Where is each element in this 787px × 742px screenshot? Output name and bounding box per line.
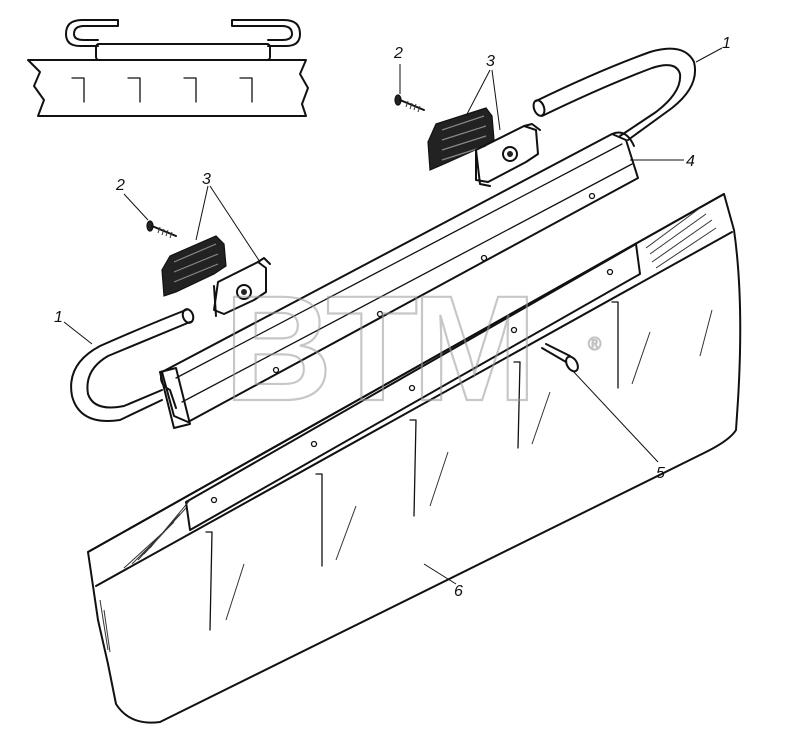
callout-3-lower: 3 (202, 171, 211, 188)
callouts: 1 1 2 2 3 3 4 5 6 (54, 35, 731, 600)
pin (541, 343, 579, 373)
bolt-upper (394, 94, 425, 113)
callout-3-upper: 3 (486, 53, 495, 70)
inset-detail (27, 19, 309, 117)
wire-loop-left (70, 308, 195, 422)
callout-2-lower: 2 (115, 177, 125, 194)
callout-4: 4 (686, 153, 695, 170)
callout-5: 5 (656, 465, 665, 482)
watermark-text: BTM (224, 264, 531, 432)
bolt-lower (146, 220, 177, 239)
rail-bar (159, 131, 639, 429)
callout-2-upper: 2 (393, 45, 403, 62)
watermark: BTM ® (223, 263, 602, 433)
clamp-set-lower (146, 220, 271, 317)
watermark-registered-mark: ® (588, 334, 601, 354)
clamp-set-upper (394, 94, 541, 187)
callout-1-right: 1 (722, 35, 731, 52)
callout-1-left: 1 (54, 309, 63, 326)
mud-flap (87, 193, 742, 724)
callout-6: 6 (454, 583, 463, 600)
wire-loop-right (532, 47, 696, 141)
